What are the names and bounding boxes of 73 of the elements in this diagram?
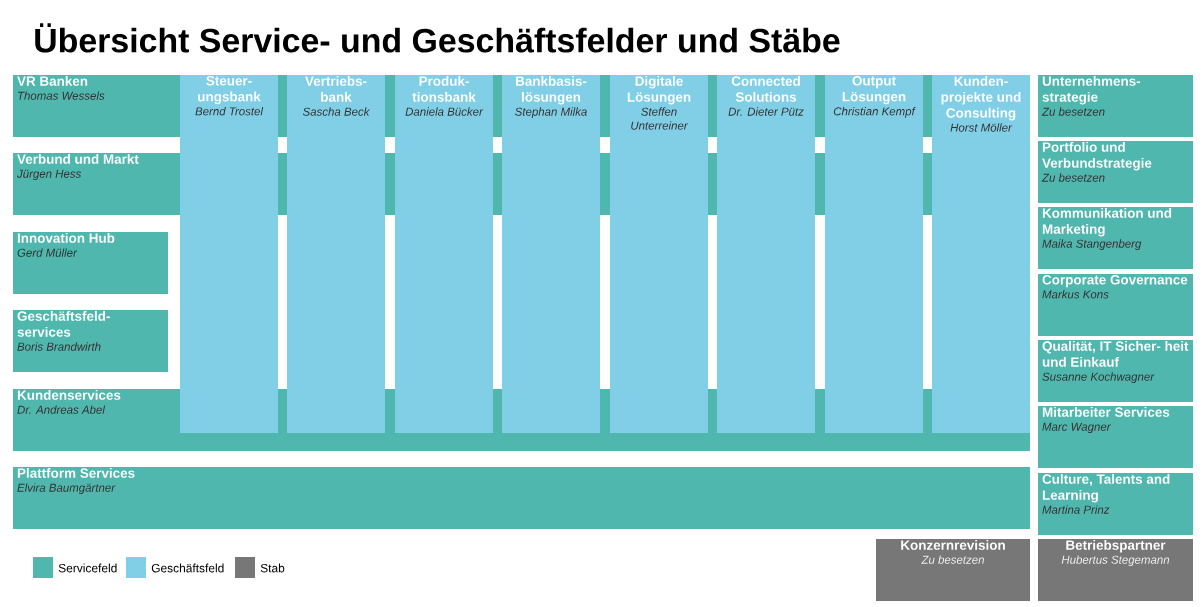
person-name: Sascha Beck	[302, 107, 370, 116]
field-box	[180, 75, 278, 433]
person-name: Gerd Müller	[17, 248, 78, 257]
field-box	[395, 75, 493, 433]
person-name: Elvira Baumgärtner	[17, 483, 116, 495]
field-box	[1038, 473, 1193, 535]
field-box	[717, 75, 815, 433]
field-box	[825, 75, 923, 433]
field-box	[1038, 539, 1193, 601]
person-name: Dr. Dieter Pütz	[728, 107, 804, 116]
person-name: Zu besetzen	[1041, 107, 1105, 116]
person-name: Maika Stangenberg	[1042, 239, 1142, 250]
heading: Plattform Services	[17, 468, 135, 478]
person-name: Stephan Milka	[515, 107, 587, 118]
heading: Produk- tionsbank	[412, 76, 476, 102]
person-name: Susanne Kochwagner	[1042, 372, 1155, 383]
legend-label: Servicefeld	[58, 563, 117, 573]
person-name: Zu besetzen	[921, 555, 984, 564]
person-name: Marc Wagner	[1042, 422, 1111, 434]
heading: Kundenservices	[17, 390, 121, 400]
person-name: Hubertus Stegemann	[1061, 555, 1170, 567]
heading: Betriebspartner	[1066, 540, 1166, 553]
field-box	[13, 75, 180, 137]
field-box	[610, 75, 708, 433]
person-name: Daniela Bücker	[405, 107, 484, 116]
heading: Mitarbeiter Services	[1042, 407, 1170, 417]
field-box	[932, 75, 1030, 433]
person-name: Thomas Wessels	[18, 91, 105, 100]
title: Übersicht Service- und Geschäftsfelder und Stäbe	[35, 23, 840, 53]
heading: Portfolio und Verbundstrategie	[1042, 142, 1152, 171]
heading: Kunden- projekte und Consulting	[941, 76, 1021, 121]
person-name: Boris Brandwirth	[17, 342, 101, 351]
heading: Culture, Talents and Learning	[1042, 474, 1170, 503]
field-box	[287, 75, 385, 433]
heading: Konzernrevision	[901, 540, 1005, 550]
person-name: Dr. Andreas Abel	[17, 405, 106, 414]
field-box	[1038, 141, 1193, 203]
heading: Qualität, IT Sicher- heit und Einkauf	[1042, 341, 1189, 367]
person-name: Jürgen Hess	[17, 169, 82, 181]
legend-label: Stab	[260, 563, 285, 573]
person-name: Steffen Unterreiner	[631, 107, 689, 130]
heading: Verbund und Markt	[17, 154, 139, 164]
heading: Connected Solutions	[731, 76, 800, 102]
heading: Digitale Lösungen	[627, 76, 691, 105]
person-name: Bernd Trostel	[195, 107, 264, 116]
field-box	[1038, 207, 1193, 269]
heading: Geschäftsfeld- services	[17, 311, 110, 337]
field-box	[1038, 406, 1193, 468]
person-name: Markus Kons	[1042, 290, 1109, 299]
heading: Kommunikation und Marketing	[1042, 208, 1172, 237]
heading: Corporate Governance	[1042, 275, 1188, 288]
field-box	[876, 539, 1030, 601]
field-box	[13, 232, 168, 294]
person-name: Martina Prinz	[1042, 505, 1110, 514]
heading: Bankbasis- lösungen	[516, 76, 587, 105]
field-box	[502, 75, 600, 433]
heading: Unternehmens- strategie	[1042, 76, 1141, 105]
heading: Output Lösungen	[842, 76, 906, 105]
field-box	[13, 153, 180, 215]
field-box	[13, 389, 180, 451]
person-name: Christian Kempf	[833, 107, 916, 118]
field-box	[1038, 75, 1193, 137]
field-box	[1038, 274, 1193, 336]
field-box	[13, 467, 1030, 529]
heading: VR Banken	[17, 76, 88, 86]
field-box	[13, 310, 168, 372]
heading: Vertriebs- bank	[305, 76, 367, 102]
person-name: Zu besetzen	[1041, 173, 1105, 182]
person-name: Horst Möller	[950, 123, 1013, 132]
heading: Steuer- ungsbank	[198, 76, 261, 105]
legend-label: Geschäftsfeld	[151, 563, 224, 573]
field-box	[1038, 340, 1193, 402]
heading: Innovation Hub	[17, 233, 115, 243]
